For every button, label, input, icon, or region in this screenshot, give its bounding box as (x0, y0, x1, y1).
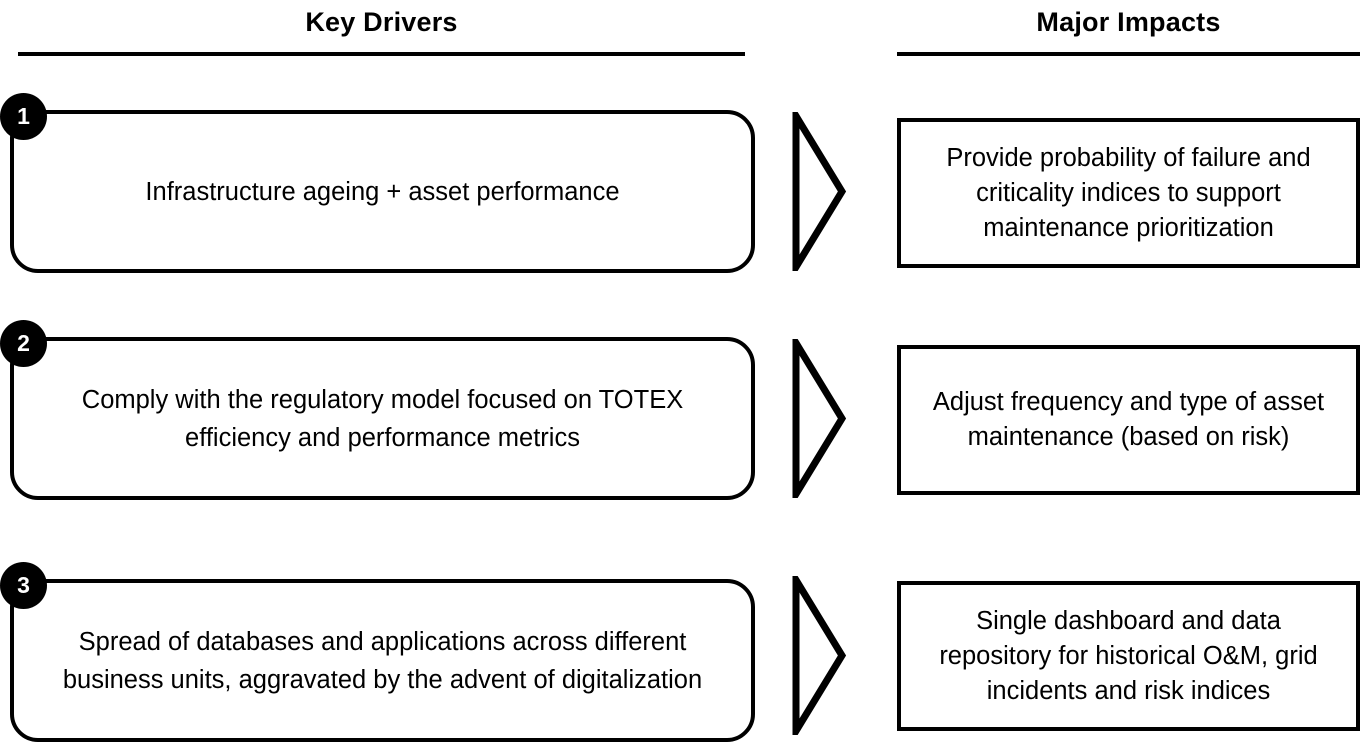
impact-box[interactable]: Provide probability of failure and criti… (897, 118, 1360, 268)
diagram-row: Comply with the regulatory model focused… (0, 320, 1363, 504)
driver-text: Infrastructure ageing + asset performanc… (145, 177, 620, 206)
right-triangle-arrow-icon (792, 339, 847, 498)
step-number-badge: 3 (0, 562, 47, 609)
impact-text: Adjust frequency and type of asset maint… (932, 388, 1325, 451)
right-triangle-arrow-icon (792, 576, 847, 735)
impact-text: Provide probability of failure and criti… (946, 143, 1311, 242)
diagram-row: Spread of databases and applications acr… (0, 562, 1363, 742)
driver-text: Spread of databases and applications acr… (62, 627, 703, 694)
column-header-key-drivers: Key Drivers (305, 7, 458, 37)
driver-box[interactable]: Infrastructure ageing + asset performanc… (10, 110, 755, 273)
column-header-major-impacts: Major Impacts (1036, 7, 1221, 37)
right-triangle-arrow-icon (792, 112, 847, 271)
driver-box[interactable]: Comply with the regulatory model focused… (10, 337, 755, 500)
step-number-badge: 1 (0, 93, 47, 140)
driver-box[interactable]: Spread of databases and applications acr… (10, 579, 755, 742)
diagram-row: Infrastructure ageing + asset performanc… (0, 93, 1363, 277)
driver-text: Comply with the regulatory model focused… (81, 385, 684, 452)
column-rule-left (18, 52, 745, 56)
impact-box[interactable]: Single dashboard and data repository for… (897, 581, 1360, 731)
impact-box[interactable]: Adjust frequency and type of asset maint… (897, 345, 1360, 495)
step-number-badge: 2 (0, 320, 47, 367)
impact-text: Single dashboard and data repository for… (939, 606, 1318, 705)
column-rule-right (897, 52, 1360, 56)
